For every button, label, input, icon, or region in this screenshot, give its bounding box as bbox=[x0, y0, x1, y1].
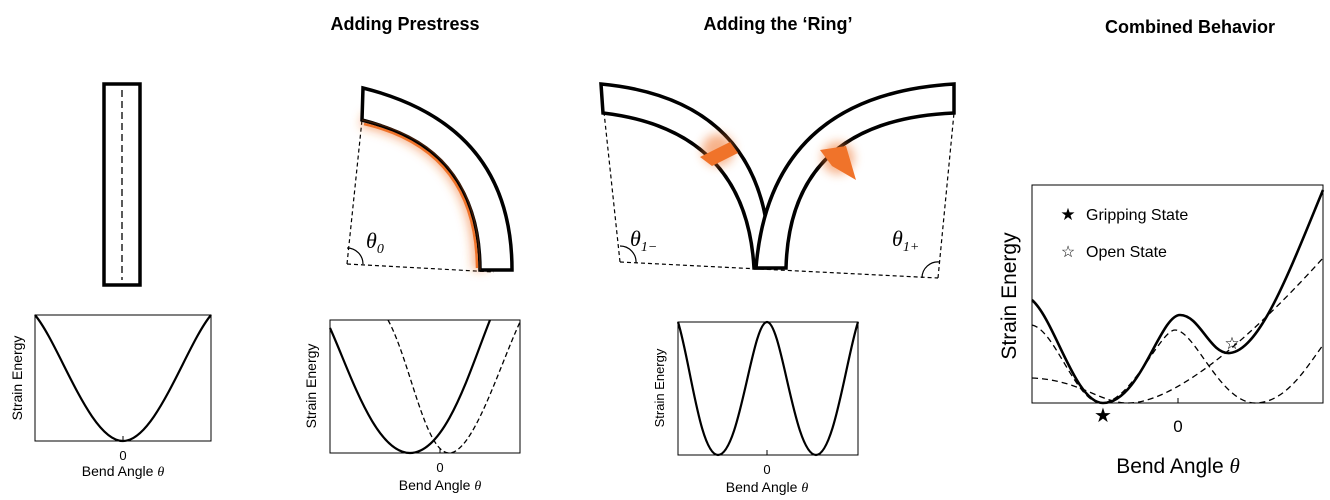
gripping-state-star-icon: ★ bbox=[1094, 405, 1112, 427]
plot2-xlabel: Bend Angle θ bbox=[399, 477, 482, 494]
plot2-original-curve bbox=[387, 319, 521, 454]
angle-arc-theta1-plus bbox=[921, 261, 941, 279]
plot1-energy-curve bbox=[34, 314, 212, 443]
plot4-prestress-curve bbox=[1031, 257, 1324, 404]
ring-beams bbox=[599, 82, 956, 279]
plot1-xlabel: Bend Angle θ bbox=[82, 463, 165, 480]
plot4-combined-curve bbox=[1031, 189, 1325, 405]
legend-gripping-state: Gripping State bbox=[1086, 207, 1188, 224]
legend-filled-star-icon: ★ bbox=[1060, 205, 1075, 224]
open-state-star-icon: ☆ bbox=[1224, 334, 1239, 353]
plot4-xlabel: Bend Angle θ bbox=[1116, 454, 1240, 478]
plot2-prestressed-curve bbox=[328, 319, 492, 455]
plot3-ylabel: Strain Energy bbox=[652, 348, 667, 427]
angle-arc-theta0 bbox=[346, 247, 364, 265]
plot2-ylabel: Strain Energy bbox=[303, 344, 319, 429]
angle-arc-theta1-minus bbox=[619, 245, 637, 264]
straight-beam bbox=[102, 82, 142, 287]
plot3-xlabel: Bend Angle θ bbox=[726, 479, 809, 496]
plot3-xtick-zero: 0 bbox=[763, 462, 770, 477]
header-combined-behavior: Combined Behavior bbox=[1105, 17, 1275, 37]
header-adding-ring: Adding the ‘Ring’ bbox=[704, 14, 853, 34]
plot1-ylabel: Strain Energy bbox=[9, 336, 25, 421]
legend-open-star-icon: ☆ bbox=[1061, 244, 1075, 261]
plot-4: ★ ☆ ★ Gripping State ☆ Open State 0 Bend… bbox=[998, 184, 1325, 478]
plot4-ylabel: Strain Energy bbox=[998, 232, 1021, 360]
plot1-xtick-zero: 0 bbox=[119, 448, 126, 463]
plot2-xtick-zero: 0 bbox=[436, 460, 443, 475]
theta0-label: θ0 bbox=[366, 228, 384, 257]
header-adding-prestress: Adding Prestress bbox=[330, 14, 479, 34]
legend-open-state: Open State bbox=[1086, 244, 1167, 261]
prestressed-beam bbox=[346, 85, 514, 273]
plot4-xtick-zero: 0 bbox=[1173, 417, 1182, 436]
plot3-energy-curve bbox=[676, 320, 860, 457]
theta1-plus-label: θ1+ bbox=[892, 226, 919, 255]
theta1-minus-label: θ1− bbox=[630, 226, 657, 255]
plot4-ring-curve bbox=[1031, 324, 1324, 404]
plot-3: 0 Bend Angle θ Strain Energy bbox=[652, 320, 860, 496]
plot-2: 0 Bend Angle θ Strain Energy bbox=[303, 319, 521, 494]
plot-1: 0 Bend Angle θ Strain Energy bbox=[9, 314, 212, 480]
